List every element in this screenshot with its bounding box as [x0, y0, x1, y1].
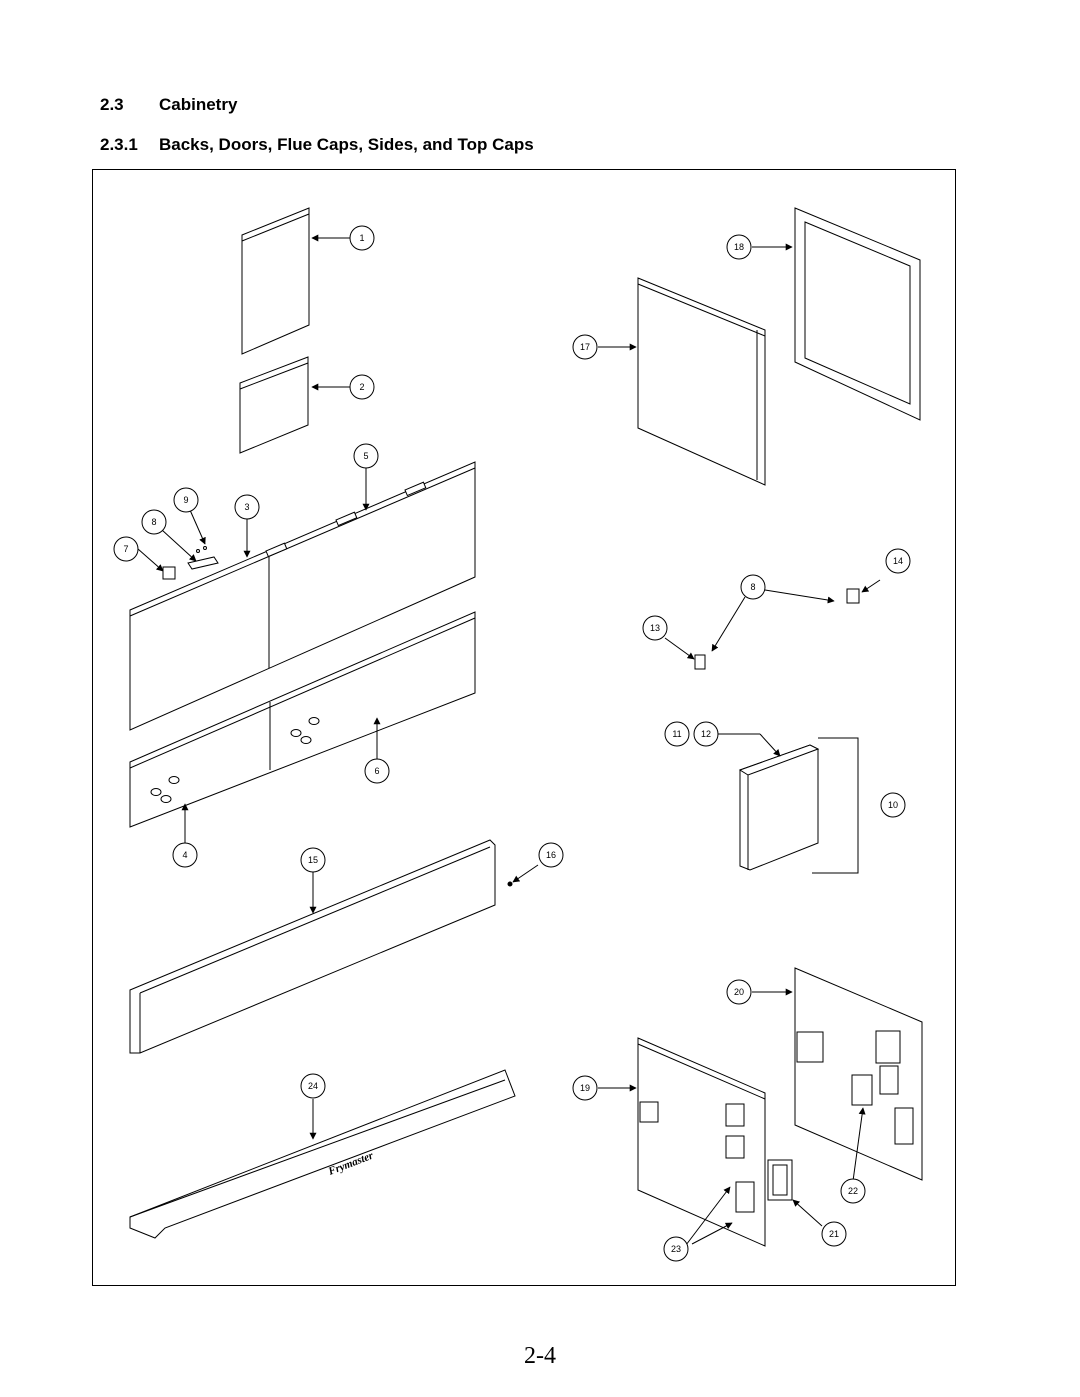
section-number: 2.3: [100, 95, 124, 114]
part-24-top-cap: [129, 1069, 516, 1239]
callout-24: 24: [308, 1081, 318, 1091]
callout-17: 17: [580, 342, 590, 352]
part-15-front-trim: [129, 839, 496, 1054]
part-16-screw: [507, 881, 513, 887]
part-13-hinge: [694, 654, 706, 670]
callout-22: 22: [848, 1186, 858, 1196]
callout-12: 12: [701, 729, 711, 739]
subsection-number: 2.3.1: [100, 135, 138, 154]
part-8-bracket: [187, 556, 219, 570]
callout-7: 7: [123, 544, 128, 554]
callout-19: 19: [580, 1083, 590, 1093]
callout-8-right: 8: [750, 582, 755, 592]
callout-18: 18: [734, 242, 744, 252]
part-9-screws: [196, 546, 207, 553]
callout-16: 16: [546, 850, 556, 860]
callout-5: 5: [363, 451, 368, 461]
callout-circles: [113, 225, 911, 1262]
callout-15: 15: [308, 855, 318, 865]
part-14-hinge: [846, 588, 860, 604]
part-10-door: [738, 744, 820, 871]
page-number: 2-4: [524, 1343, 556, 1369]
part-2-back-panel: [239, 356, 309, 454]
part-1-back-panel: [241, 207, 310, 355]
part-20-side-frame: [794, 967, 923, 1181]
part-18-side-frame: [794, 207, 921, 421]
diagram-frame: [92, 169, 956, 1286]
part-5-upper-back-panel: [129, 461, 476, 731]
section-heading: 2.3 Cabinetry: [100, 95, 237, 115]
callout-3: 3: [244, 502, 249, 512]
callout-6: 6: [374, 766, 379, 776]
callout-21: 21: [829, 1229, 839, 1239]
subsection-title: Backs, Doors, Flue Caps, Sides, and Top …: [159, 135, 534, 154]
callout-23: 23: [671, 1244, 681, 1254]
callout-14: 14: [893, 556, 903, 566]
callout-2: 2: [359, 382, 364, 392]
callout-11: 11: [672, 729, 681, 739]
callout-8: 8: [151, 517, 156, 527]
part-7-bracket: [162, 566, 176, 580]
section-title: Cabinetry: [159, 95, 238, 114]
subsection-heading: 2.3.1 Backs, Doors, Flue Caps, Sides, and…: [100, 135, 534, 155]
part-4-6-lower-back-panel: [129, 611, 476, 828]
callout-13: 13: [650, 623, 660, 633]
part-19-side-panel: [637, 1037, 766, 1247]
part-17-side-panel: [637, 277, 766, 486]
callout-10: 10: [888, 800, 898, 810]
part-21-gasket: [767, 1159, 793, 1201]
callout-1: 1: [359, 233, 364, 243]
callout-4: 4: [182, 850, 187, 860]
callout-10-bracket: [812, 737, 859, 874]
callout-9: 9: [183, 495, 188, 505]
callout-20: 20: [734, 987, 744, 997]
